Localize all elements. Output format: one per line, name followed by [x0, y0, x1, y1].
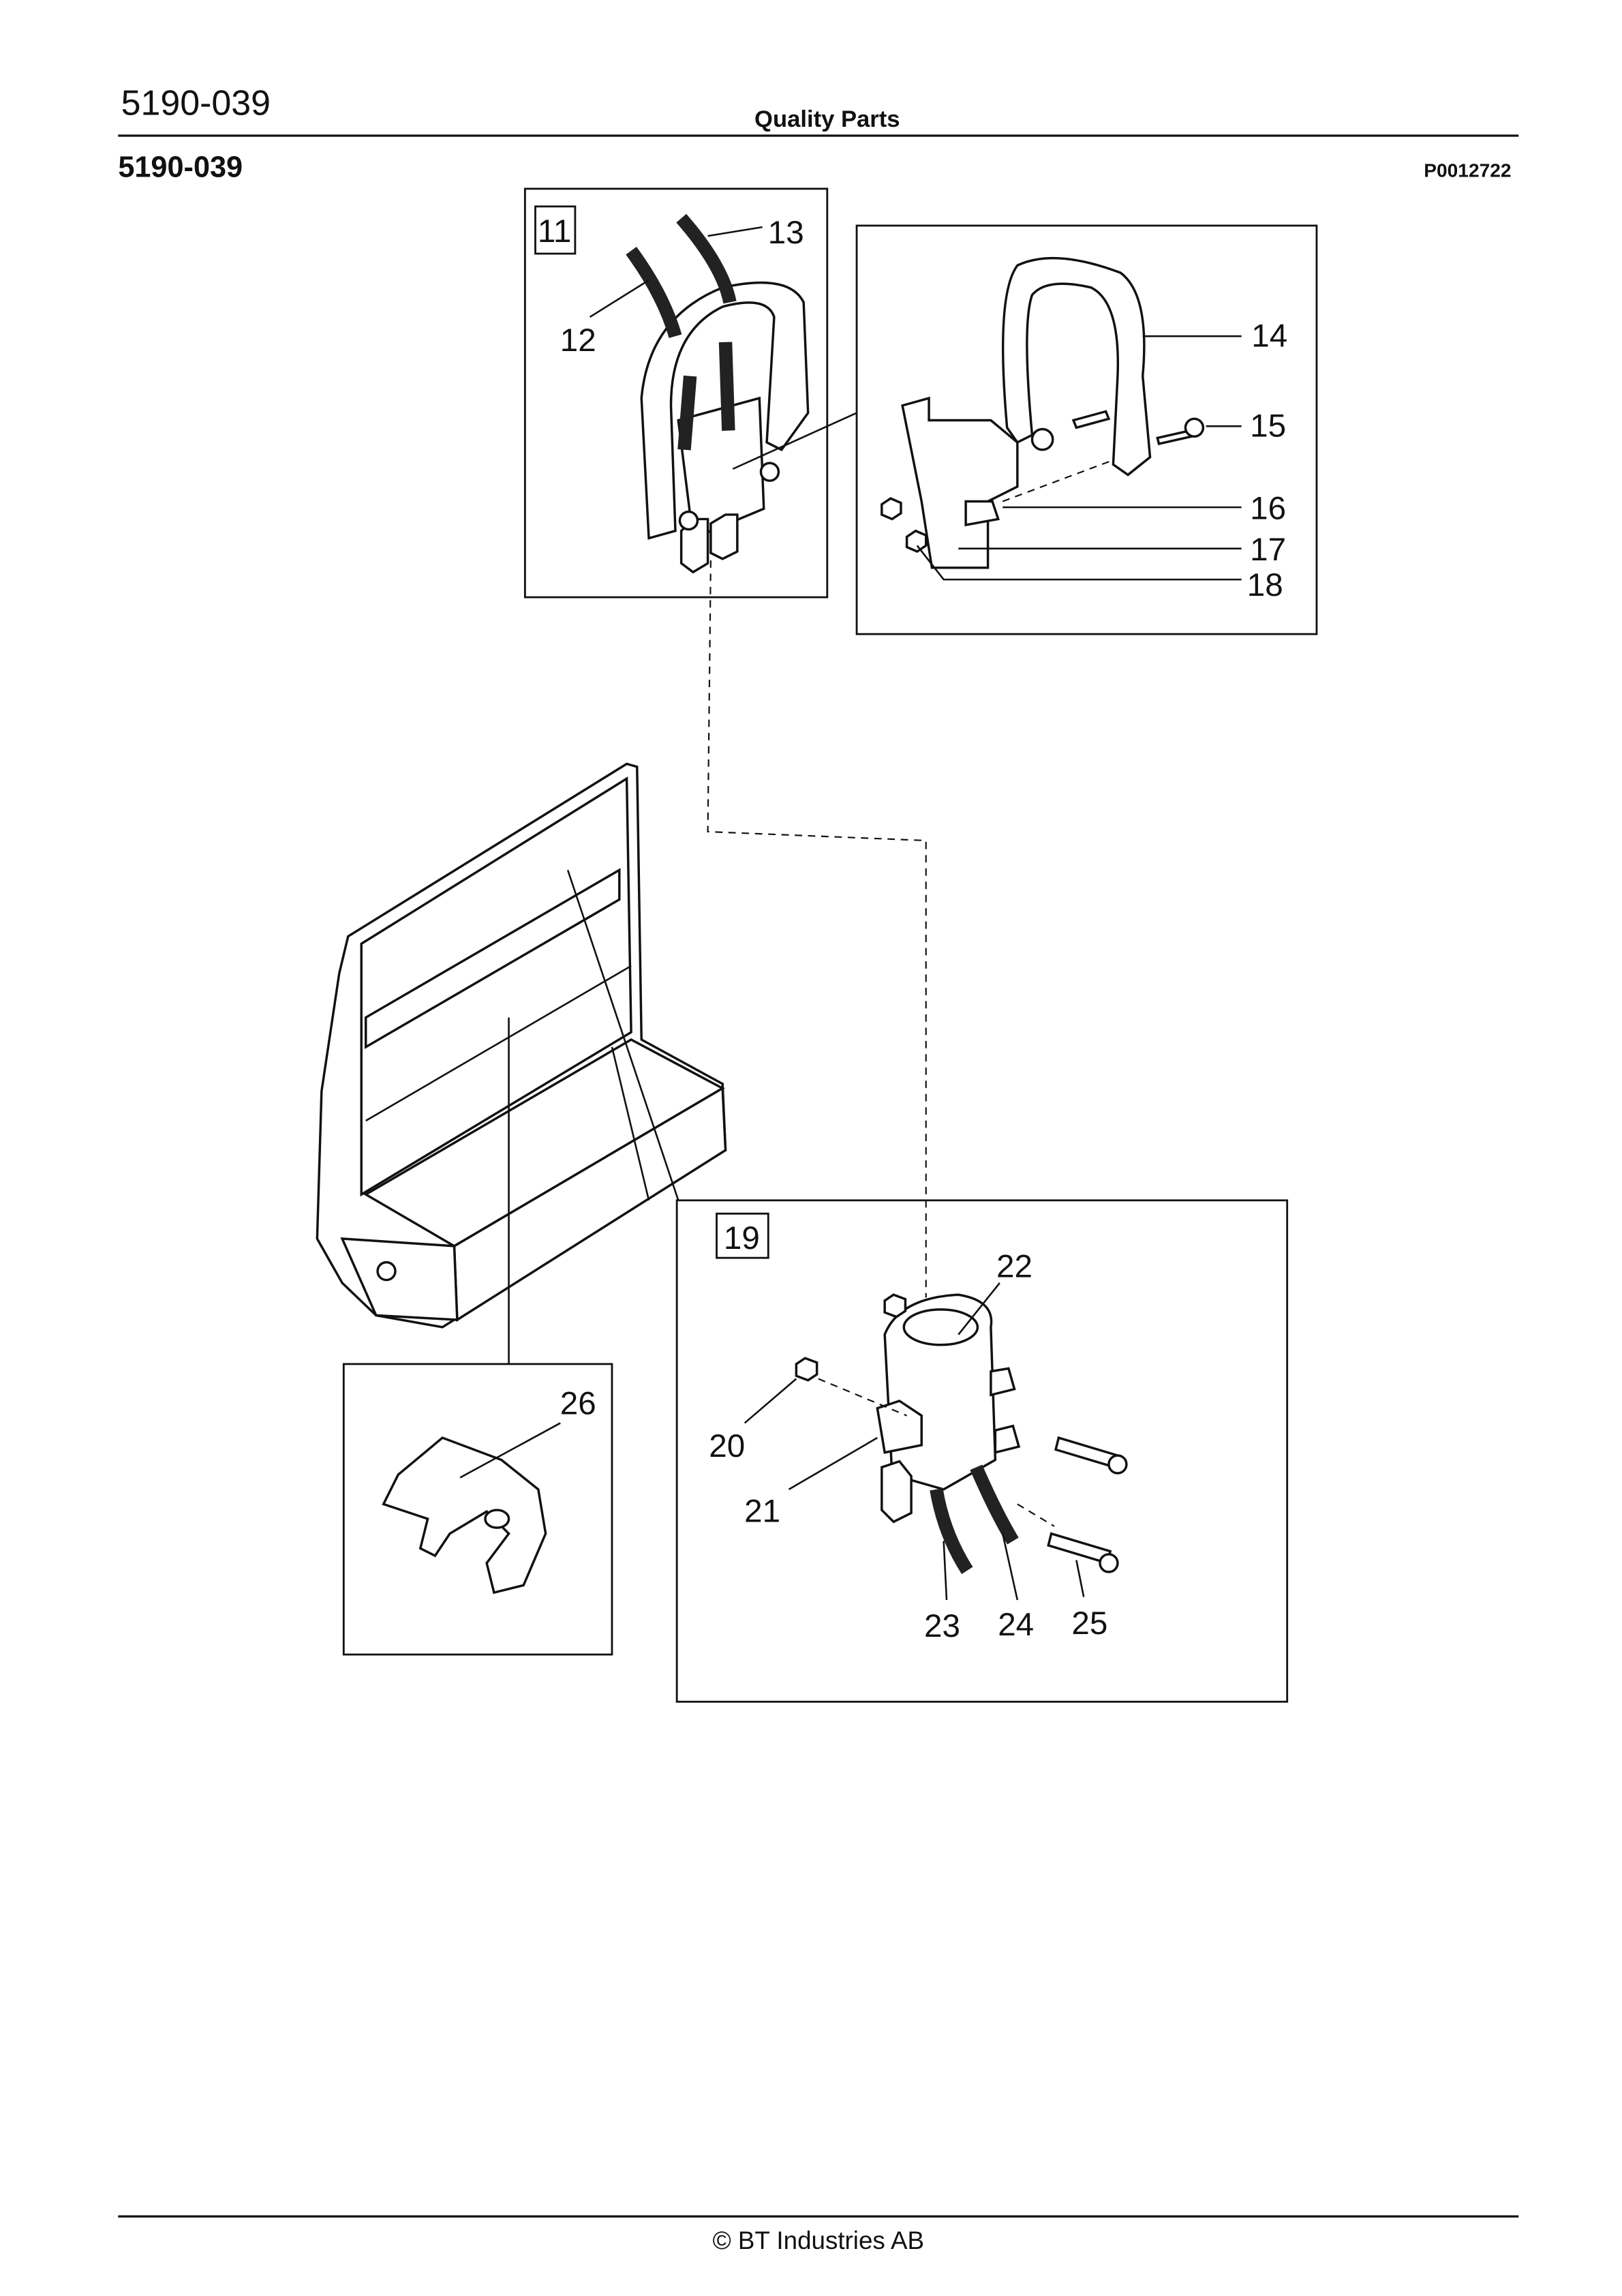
callout-26: 26 — [560, 1385, 596, 1421]
header-title: Quality Parts — [754, 106, 900, 132]
callout-21: 21 — [744, 1493, 780, 1529]
callout-13: 13 — [768, 215, 804, 251]
doc-number: 5190-039 — [121, 84, 271, 123]
callout-15: 15 — [1250, 408, 1286, 444]
battery-tray — [316, 762, 727, 1364]
detail-box-19: 19 22 20 21 23 24 25 — [675, 1199, 1289, 1703]
callout-25: 25 — [1071, 1605, 1107, 1642]
callout-14: 14 — [1251, 318, 1287, 354]
callout-19: 19 — [724, 1220, 760, 1256]
callout-22: 22 — [996, 1248, 1032, 1284]
footer-copyright: © BT Industries AB — [713, 2226, 924, 2254]
dashed-connector — [707, 560, 927, 1298]
callout-16: 16 — [1250, 490, 1286, 526]
picture-number: P0012722 — [1424, 160, 1511, 181]
detail-box-26: 26 — [342, 1363, 613, 1656]
callout-17: 17 — [1250, 532, 1286, 568]
leader-11-to-detail — [732, 412, 857, 470]
detail-box-handle-parts: 14 15 16 17 18 — [855, 224, 1318, 635]
callout-18: 18 — [1247, 567, 1283, 603]
callout-24: 24 — [998, 1607, 1034, 1643]
section-title: 5190-039 — [118, 151, 243, 184]
callout-11: 11 — [538, 213, 571, 250]
detail-box-11: 11 12 13 — [523, 187, 829, 599]
callout-23: 23 — [924, 1608, 960, 1644]
callout-12: 12 — [560, 322, 596, 359]
callout-20: 20 — [709, 1428, 745, 1464]
